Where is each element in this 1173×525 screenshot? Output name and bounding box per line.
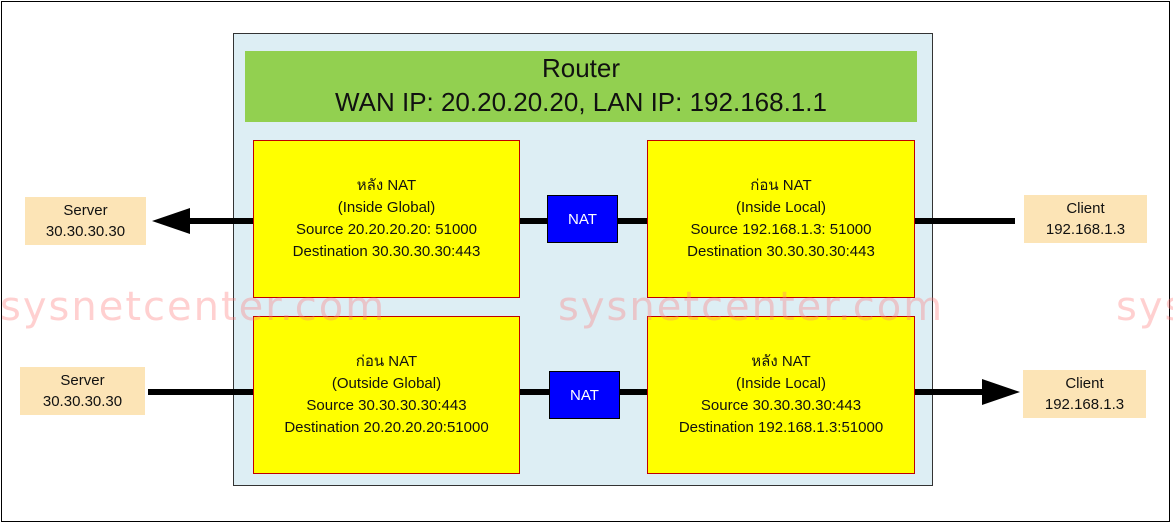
endpoint-ip: 30.30.30.30 (42, 393, 123, 410)
nat-label: NAT (570, 386, 599, 404)
box-line: Destination 20.20.20.20:51000 (284, 419, 489, 436)
top-nat-block: NAT (547, 195, 618, 243)
router-ip-info: WAN IP: 20.20.20.20, LAN IP: 192.168.1.1 (335, 87, 827, 117)
box-line: ก่อน NAT (750, 177, 812, 194)
box-line: (Inside Local) (735, 375, 827, 392)
bottom-client-box: Client 192.168.1.3 (1023, 370, 1146, 418)
endpoint-label: Server (63, 202, 108, 219)
bottom-nat-block: NAT (549, 371, 620, 419)
endpoint-label: Server (60, 372, 105, 389)
endpoint-ip: 192.168.1.3 (1045, 221, 1126, 238)
box-line: (Inside Global) (337, 199, 436, 216)
top-client-box: Client 192.168.1.3 (1024, 195, 1147, 243)
endpoint-ip: 30.30.30.30 (45, 223, 126, 240)
box-line: Destination 30.30.30.30:443 (292, 243, 481, 260)
top-server-box: Server 30.30.30.30 (25, 197, 146, 245)
box-line: หลัง NAT (751, 353, 811, 370)
nat-label: NAT (568, 210, 597, 228)
bottom-server-box: Server 30.30.30.30 (20, 367, 145, 415)
endpoint-ip: 192.168.1.3 (1044, 396, 1125, 413)
box-line: Source 30.30.30.30:443 (306, 397, 467, 414)
box-line: (Outside Global) (331, 375, 442, 392)
endpoint-label: Client (1066, 200, 1105, 217)
box-line: Source 192.168.1.3: 51000 (690, 221, 872, 238)
box-line: Source 30.30.30.30:443 (700, 397, 862, 414)
box-line: Destination 30.30.30.30:443 (687, 243, 875, 260)
top-arrow-left (152, 208, 190, 234)
top-left-nat-box: หลัง NAT (Inside Global) Source 20.20.20… (253, 140, 520, 298)
router-header: Router WAN IP: 20.20.20.20, LAN IP: 192.… (245, 51, 917, 122)
bottom-arrow-right (982, 379, 1020, 405)
router-title: Router (541, 53, 621, 83)
box-line: Destination 192.168.1.3:51000 (678, 419, 884, 436)
box-line: หลัง NAT (356, 177, 417, 194)
box-line: (Inside Local) (735, 199, 827, 216)
box-line: Source 20.20.20.20: 51000 (296, 221, 477, 238)
endpoint-label: Client (1065, 375, 1104, 392)
bottom-left-nat-box: ก่อน NAT (Outside Global) Source 30.30.3… (253, 316, 520, 474)
bottom-right-nat-box: หลัง NAT (Inside Local) Source 30.30.30.… (647, 316, 915, 474)
box-line: ก่อน NAT (355, 353, 418, 370)
top-right-nat-box: ก่อน NAT (Inside Local) Source 192.168.1… (647, 140, 915, 298)
